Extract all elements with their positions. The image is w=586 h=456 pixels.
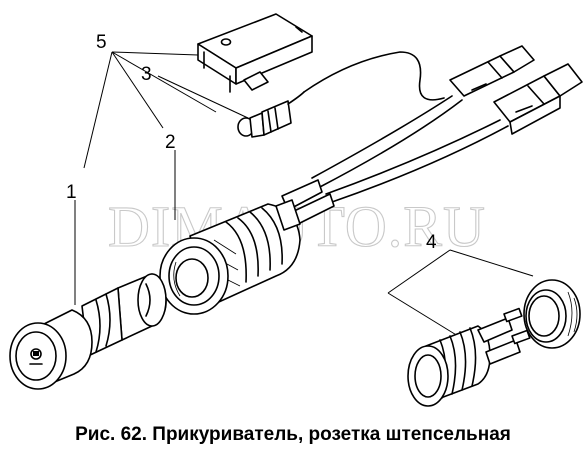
wire-connectors [311, 45, 583, 203]
callout-2: 2 [165, 132, 176, 153]
callout-3: 3 [141, 64, 152, 85]
accessory-socket-part [407, 307, 531, 407]
lighter-plug-part [9, 273, 167, 390]
leader-lines [74, 51, 534, 337]
cigarette-socket-part [159, 179, 335, 315]
socket-ring-part [523, 279, 581, 349]
callout-1: 1 [66, 182, 77, 203]
lamp-part [237, 51, 445, 138]
lamp-cover-part [197, 13, 313, 93]
callout-4: 4 [426, 232, 437, 253]
figure-caption: Рис. 62. Прикуриватель, розетка штепсель… [75, 424, 511, 445]
callout-5: 5 [96, 32, 107, 53]
